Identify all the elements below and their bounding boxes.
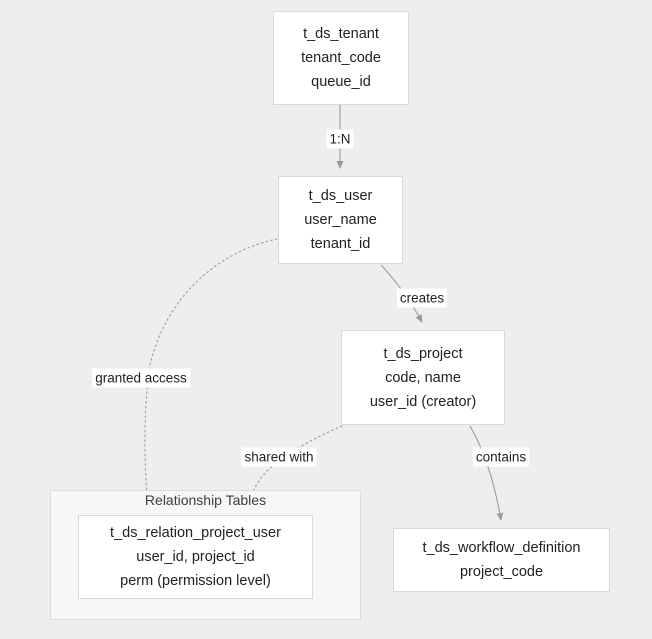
edge-label-tenant-user: 1:N <box>326 129 354 149</box>
edge-project-workflow <box>469 425 504 521</box>
node-relation-line-1: t_ds_relation_project_user <box>110 525 281 541</box>
node-t-ds-tenant[interactable]: t_ds_tenant tenant_code queue_id <box>273 11 409 105</box>
node-t-ds-project-line-2: code, name <box>385 369 461 386</box>
node-t-ds-user-line-1: t_ds_user <box>308 188 373 204</box>
node-t-ds-user-line-2: user_name <box>304 212 377 228</box>
node-t-ds-project-line-3: user_id (creator) <box>369 393 477 410</box>
node-t-ds-tenant-line-3: queue_id <box>311 74 371 90</box>
node-t-ds-user-line-3: tenant_id <box>310 236 371 252</box>
edge-label-user-relation: granted access <box>92 368 190 388</box>
edge-label-project-relation: shared with <box>241 447 317 467</box>
edge-label-project-workflow: contains <box>472 447 530 467</box>
node-t-ds-relation-project-user[interactable]: t_ds_relation_project_user user_id, proj… <box>78 515 313 599</box>
node-t-ds-tenant-line-1: t_ds_tenant <box>303 26 379 42</box>
node-relation-line-3: perm (permission level) <box>120 573 271 589</box>
cluster-label-relationship-tables: Relationship Tables <box>144 492 267 508</box>
node-t-ds-project-line-1: t_ds_project <box>383 345 463 362</box>
node-workflow-line-2: project_code <box>459 564 544 580</box>
node-t-ds-workflow-definition[interactable]: t_ds_workflow_definition project_code <box>393 528 610 592</box>
node-t-ds-user[interactable]: t_ds_user user_name tenant_id <box>278 176 403 264</box>
node-relation-line-2: user_id, project_id <box>136 549 255 565</box>
node-t-ds-tenant-line-2: tenant_code <box>301 50 381 66</box>
node-t-ds-project[interactable]: t_ds_project code, name user_id (creator… <box>341 330 505 425</box>
edge-label-user-project: creates <box>396 288 448 308</box>
node-workflow-line-1: t_ds_workflow_definition <box>422 540 581 556</box>
